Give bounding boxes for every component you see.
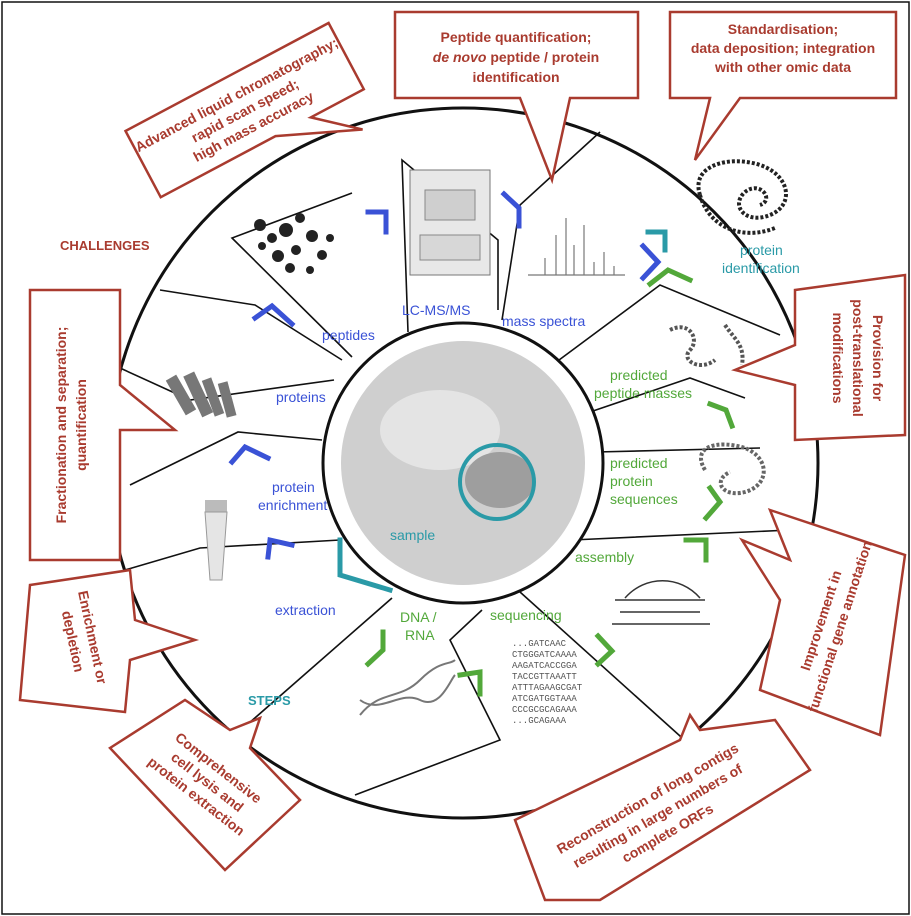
callout-ptm-line-3: modifications [830,312,846,403]
divider-peptides-lcms [230,192,353,358]
divider-sequences [595,447,761,453]
step-protein-identification-2: identification [722,260,800,276]
callout-standardisation-line-2: data deposition; integration [691,40,875,56]
divider-proteins [129,431,323,486]
step-protein-enrichment-1: protein [272,479,315,495]
step-predicted-protein-sequences-3: sequences [610,491,678,507]
callout-peptide-quantification: Peptide quantification; de novo peptide … [393,10,640,185]
step-predicted-protein-sequences-1: predicted [610,455,668,471]
callout-fractionation: Fractionation and separation; quantifica… [28,288,179,562]
step-proteins: proteins [276,389,326,405]
mass-spectrum-illustration [528,218,625,276]
callout-ptm-line-2: post-translational [850,299,866,416]
callout-annotation: Improvement in functional gene annotatio… [738,507,907,737]
divider-dna [354,609,502,796]
sequence-line: ATTTAGAAGCGAT [512,683,583,693]
divider-extraction [231,597,393,739]
sequence-line: CTGGGATCAAAA [512,650,577,660]
protein-sequences-illustration [699,442,766,496]
callout-peptide-line-2: de novo peptide / protein [433,49,599,65]
sequence-line: CCCGCGCAGAAA [512,705,577,715]
chevron-lcms-blue [500,190,522,229]
sample-highlight-circle [458,443,536,521]
lcms-instrument-illustration [409,169,491,276]
step-lcms: LC-MS/MS [402,302,470,318]
sample-photo-shadow [465,452,535,508]
sequence-line: ...GCAGAAA [512,716,567,726]
callout-peptide-line-1: Peptide quantification; [441,29,592,45]
sequence-text-block: ...GATCAAC CTGGGATCAAAA AAGATCACCGGA TAC… [512,639,583,726]
tube-illustration [204,500,228,581]
divider-peptides [159,289,343,361]
challenges-heading: CHALLENGES [60,238,150,253]
callout-lysis: Comprehensive cell lysis and protein ext… [108,698,302,872]
callout-standardisation-line-1: Standardisation; [728,21,838,37]
assembly-illustration [612,580,710,625]
step-protein-identification-1: protein [740,242,783,258]
step-extraction: extraction [275,602,336,618]
peptides-illustration [254,213,334,274]
callout-standardisation: Standardisation; data deposition; integr… [668,10,898,161]
chevron-sequences-green [702,484,724,522]
chevron-proteins-blue [251,302,296,328]
step-peptides: peptides [322,327,375,343]
chevron-assembly-green [683,537,709,563]
chevron-extraction-blue [265,536,295,560]
sample-photo-highlight [380,390,500,470]
peptide-masses-illustration [669,323,745,367]
divider-spectra-top [501,131,601,321]
sequence-line: ATCGATGGTAAA [512,694,577,704]
callout-fractionation-line-1: Fractionation and separation; [53,327,69,524]
sequence-line: TACCGTTAAATT [512,672,577,682]
callout-enrichment: Enrichment or depletion [18,568,200,714]
proteins-illustration [165,371,237,418]
protein-structure-illustration [696,159,788,235]
callout-ptm-line-1: Provision for [870,315,886,402]
step-sequencing: sequencing [490,607,562,623]
chevrons [228,190,736,697]
chevron-peptides-blue [365,209,389,235]
dna-helix-illustration [359,659,456,716]
callout-standardisation-line-3: with other omic data [714,59,851,75]
divider-sequencing [519,591,691,746]
sequence-line: ...GATCAAC [512,639,567,649]
callout-peptide-rest: peptide / protein [486,49,599,65]
step-predicted-peptide-masses-1: predicted [610,367,668,383]
chevron-masses-green [706,400,736,430]
callout-ptm: Provision for post-translational modific… [731,273,907,442]
callout-contigs: Reconstruction of long contigs resulting… [513,712,812,902]
step-sample: sample [390,527,435,543]
step-predicted-peptide-masses-2: peptide masses [594,385,692,401]
sequence-line: AAGATCACCGGA [512,661,577,671]
step-dna-rna-1: DNA / [400,609,437,625]
step-dna-rna-2: RNA [405,627,435,643]
callout-fractionation-line-2: quantification [73,379,89,471]
callout-peptide-line-3: identification [472,69,559,85]
step-mass-spectra: mass spectra [502,313,585,329]
chevron-id-green [646,267,694,288]
callout-peptide-italic: de novo [433,49,487,65]
divider-enrichment [124,539,341,571]
step-assembly: assembly [575,549,634,565]
step-protein-enrichment-2: enrichment [258,497,327,513]
chevron-dna-green [457,669,483,697]
chevron-id-teal [645,229,668,253]
divider-spectra-id [554,284,781,364]
chevron-spectra-blue [639,242,662,282]
chevron-enrichment-blue [228,443,272,466]
chevron-sequencing-green [594,632,616,668]
step-predicted-protein-sequences-2: protein [610,473,653,489]
chevron-dna-left-green [364,629,386,668]
chevron-sample-teal [337,537,394,594]
divider-masses [589,377,746,413]
steps-heading: STEPS [248,693,291,708]
